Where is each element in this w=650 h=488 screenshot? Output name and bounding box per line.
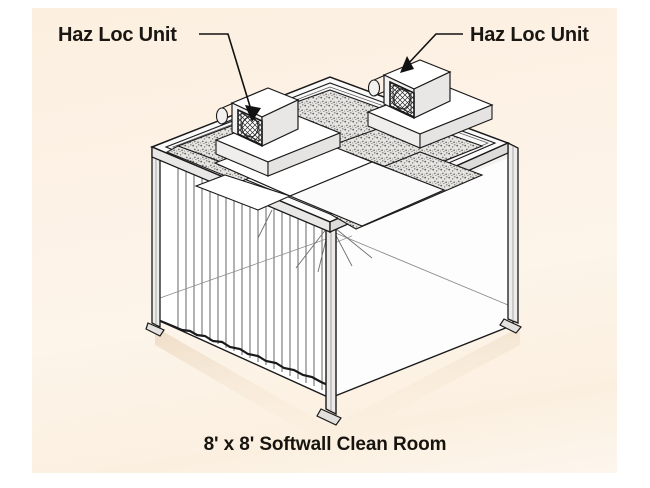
corner-post-right <box>499 141 522 334</box>
leader-line-left <box>199 33 261 122</box>
haz-loc-unit-left[interactable] <box>215 87 300 147</box>
figure-caption: 8' x 8' Softwall Clean Room <box>203 434 447 455</box>
leader-line-right <box>400 33 463 73</box>
callout-label-haz-loc-unit-left: Haz Loc Unit <box>58 24 177 46</box>
ground-shadow <box>155 327 520 447</box>
callout-label-haz-loc-unit-right: Haz Loc Unit <box>470 24 589 46</box>
haz-loc-unit-right[interactable] <box>367 59 452 119</box>
